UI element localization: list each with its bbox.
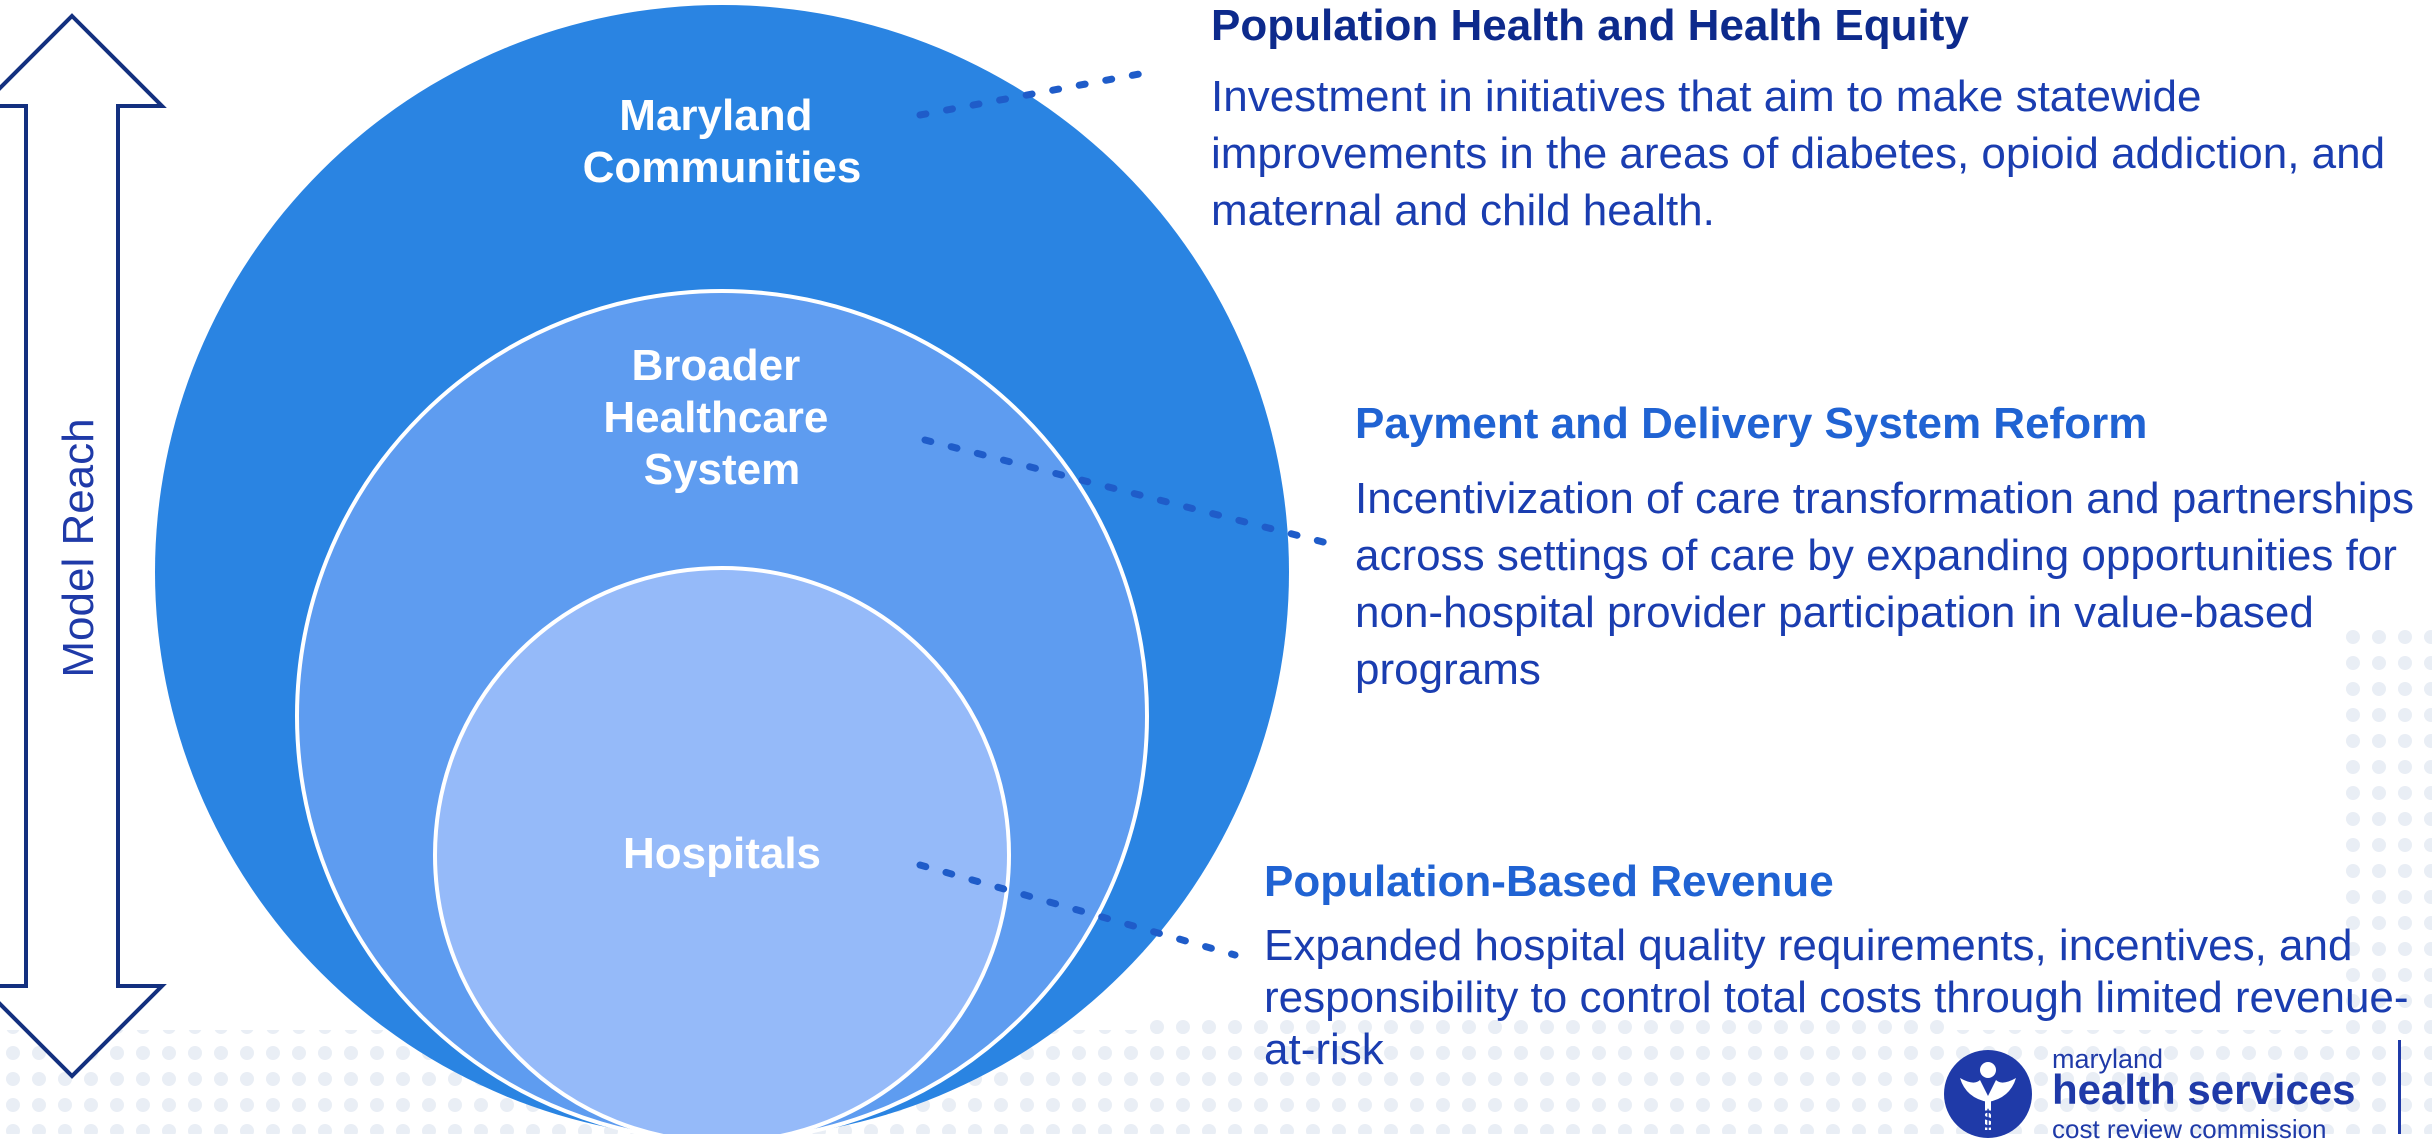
svg-text:$: $ bbox=[1981, 1104, 1996, 1134]
model-reach-arrow bbox=[0, 13, 167, 1079]
label-maryland-communities-line-1: Maryland bbox=[619, 91, 812, 140]
label-broader-healthcare-system: Broader Healthcare System bbox=[603, 341, 840, 494]
callout-body-payment-delivery: Incentivization of care transformation a… bbox=[1355, 474, 2415, 694]
hscrc-logo: $ maryland health services cost review c… bbox=[1940, 1040, 2380, 1144]
background-dots-mid bbox=[1150, 1010, 1950, 1050]
circle-hospitals bbox=[433, 566, 1011, 1134]
connector-hospitals bbox=[916, 861, 1239, 959]
callout-title-population-health: Population Health and Health Equity bbox=[1211, 1, 1969, 50]
connector-communities bbox=[916, 68, 1154, 119]
logo-cost-review: cost review commission bbox=[2052, 1114, 2327, 1144]
background-dots-right bbox=[2340, 620, 2432, 1034]
callout-body-population-revenue: Expanded hospital quality requirements, … bbox=[1264, 921, 2409, 1074]
logo-emblem-icon: $ bbox=[1944, 1050, 2032, 1138]
label-broader-line-3: System bbox=[644, 445, 801, 494]
model-reach-label: Model Reach bbox=[54, 418, 103, 677]
label-maryland-communities: Maryland Communities bbox=[583, 91, 862, 192]
logo-maryland: maryland bbox=[2052, 1044, 2164, 1074]
logo-divider bbox=[2398, 1040, 2401, 1134]
connector-healthcare-system bbox=[921, 436, 1339, 549]
callout-title-payment-delivery: Payment and Delivery System Reform bbox=[1355, 399, 2148, 448]
logo-health-services: health services bbox=[2052, 1066, 2356, 1113]
label-maryland-communities-line-2: Communities bbox=[583, 143, 862, 192]
callout-title-population-revenue: Population-Based Revenue bbox=[1264, 857, 1834, 906]
label-broader-line-2: Healthcare bbox=[603, 393, 828, 442]
callout-body-population-health: Investment in initiatives that aim to ma… bbox=[1211, 72, 2386, 235]
label-hospitals: Hospitals bbox=[623, 829, 821, 878]
label-broader-line-1: Broader bbox=[632, 341, 801, 390]
label-hospitals-line-1: Hospitals bbox=[623, 829, 821, 878]
